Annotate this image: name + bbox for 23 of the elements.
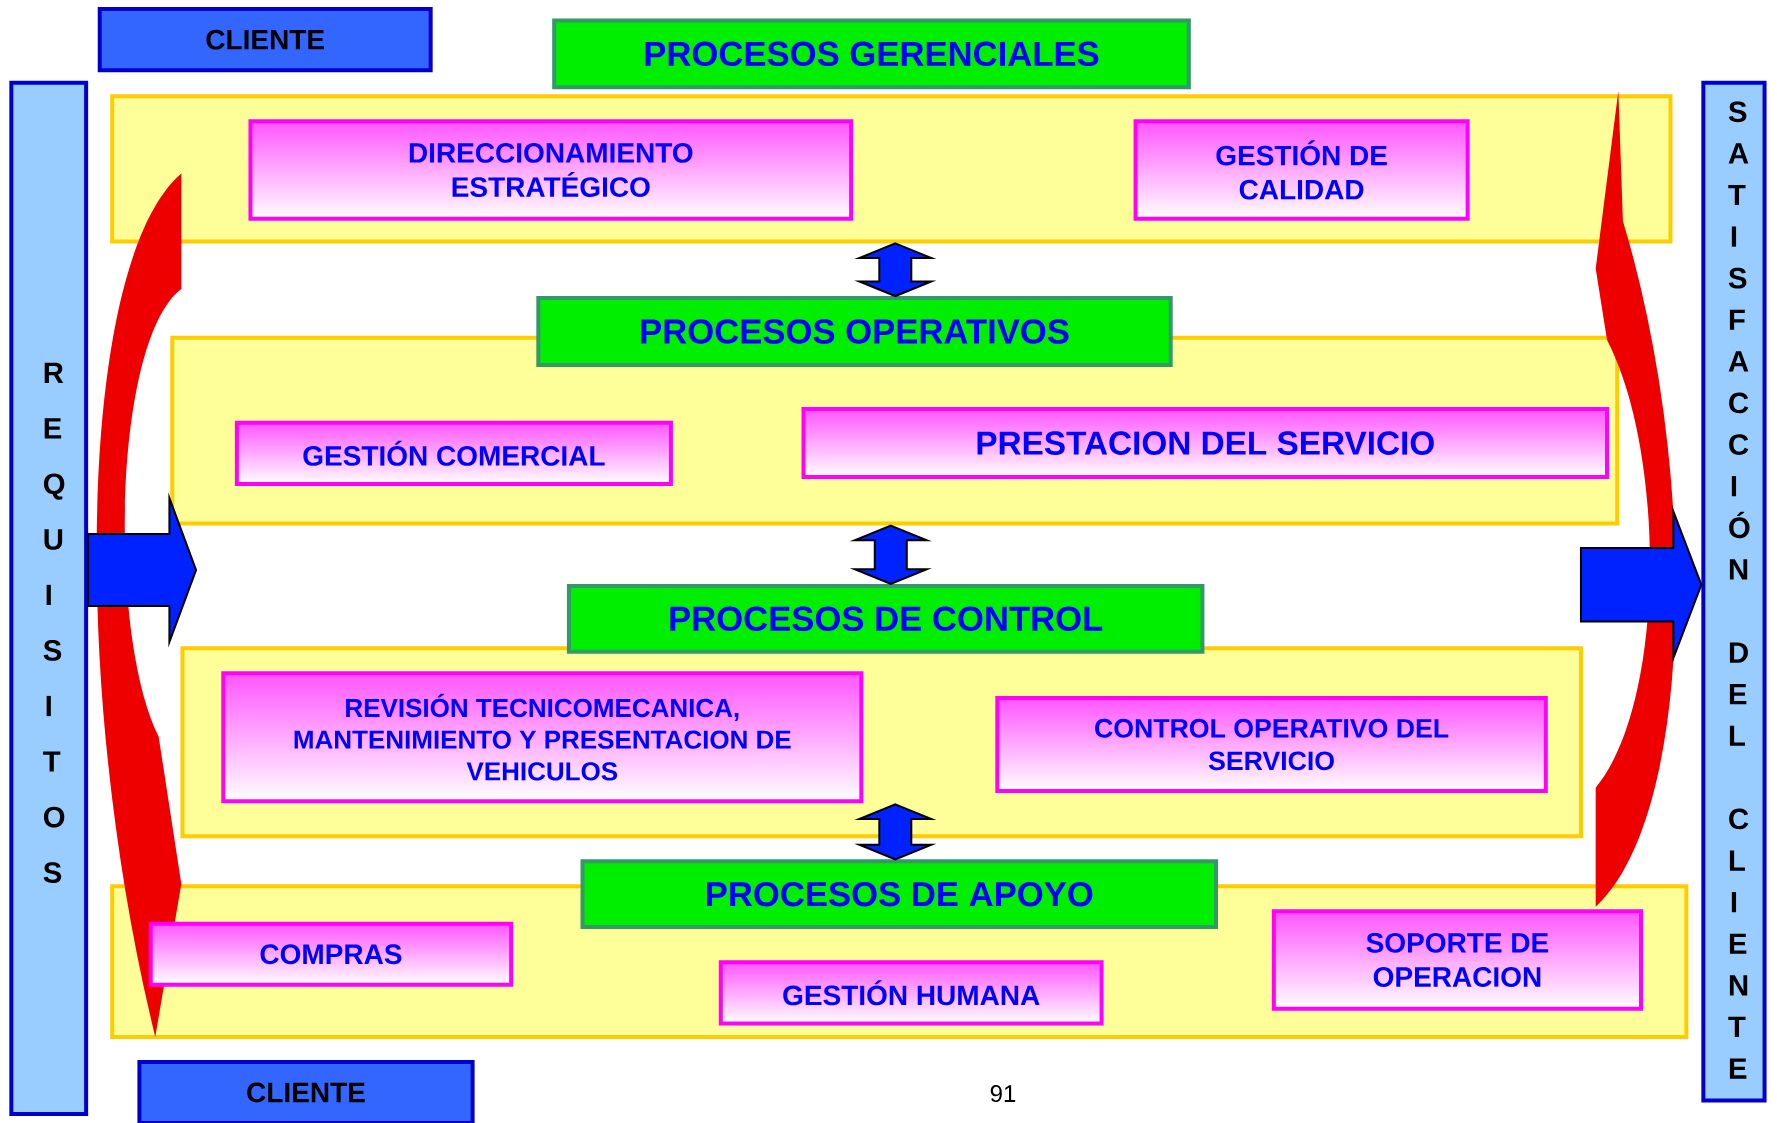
vertical-banner: REQUISITOS [9, 80, 89, 1116]
process-box: GESTIÓN COMERCIAL [234, 420, 673, 486]
block-arrow [854, 803, 937, 861]
process-box: GESTIÓN DE CALIDAD [1133, 119, 1470, 221]
block-arrow [1579, 506, 1703, 664]
process-box: PRESTACION DEL SERVICIO [801, 407, 1609, 480]
block-arrow [849, 524, 932, 585]
process-box: GESTIÓN HUMANA [718, 960, 1104, 1026]
block-arrow [87, 492, 198, 648]
block-arrow [854, 242, 937, 298]
process-box: REVISIÓN TECNICOMECANICA, MANTENIMIENTO Y PRESENTACION DE VEHICULOS [221, 671, 864, 804]
process-box: COMPRAS [148, 921, 514, 987]
page-number: 91 [990, 1085, 1016, 1103]
label-box: CLIENTE [97, 7, 433, 73]
header-box: PROCESOS DE CONTROL [566, 583, 1205, 654]
header-box: PROCESOS DE APOYO [580, 859, 1219, 929]
process-box: DIRECCIONAMIENTO ESTRATÉGICO [248, 119, 854, 221]
vertical-banner: SATISFACCIÓN DEL CLIENTE [1701, 80, 1767, 1103]
process-box: CONTROL OPERATIVO DEL SERVICIO [995, 696, 1548, 793]
label-box: CLIENTE [137, 1059, 475, 1123]
header-box: PROCESOS OPERATIVOS [536, 296, 1173, 367]
header-box: PROCESOS GERENCIALES [552, 18, 1191, 90]
process-box: SOPORTE DE OPERACION [1271, 909, 1643, 1011]
